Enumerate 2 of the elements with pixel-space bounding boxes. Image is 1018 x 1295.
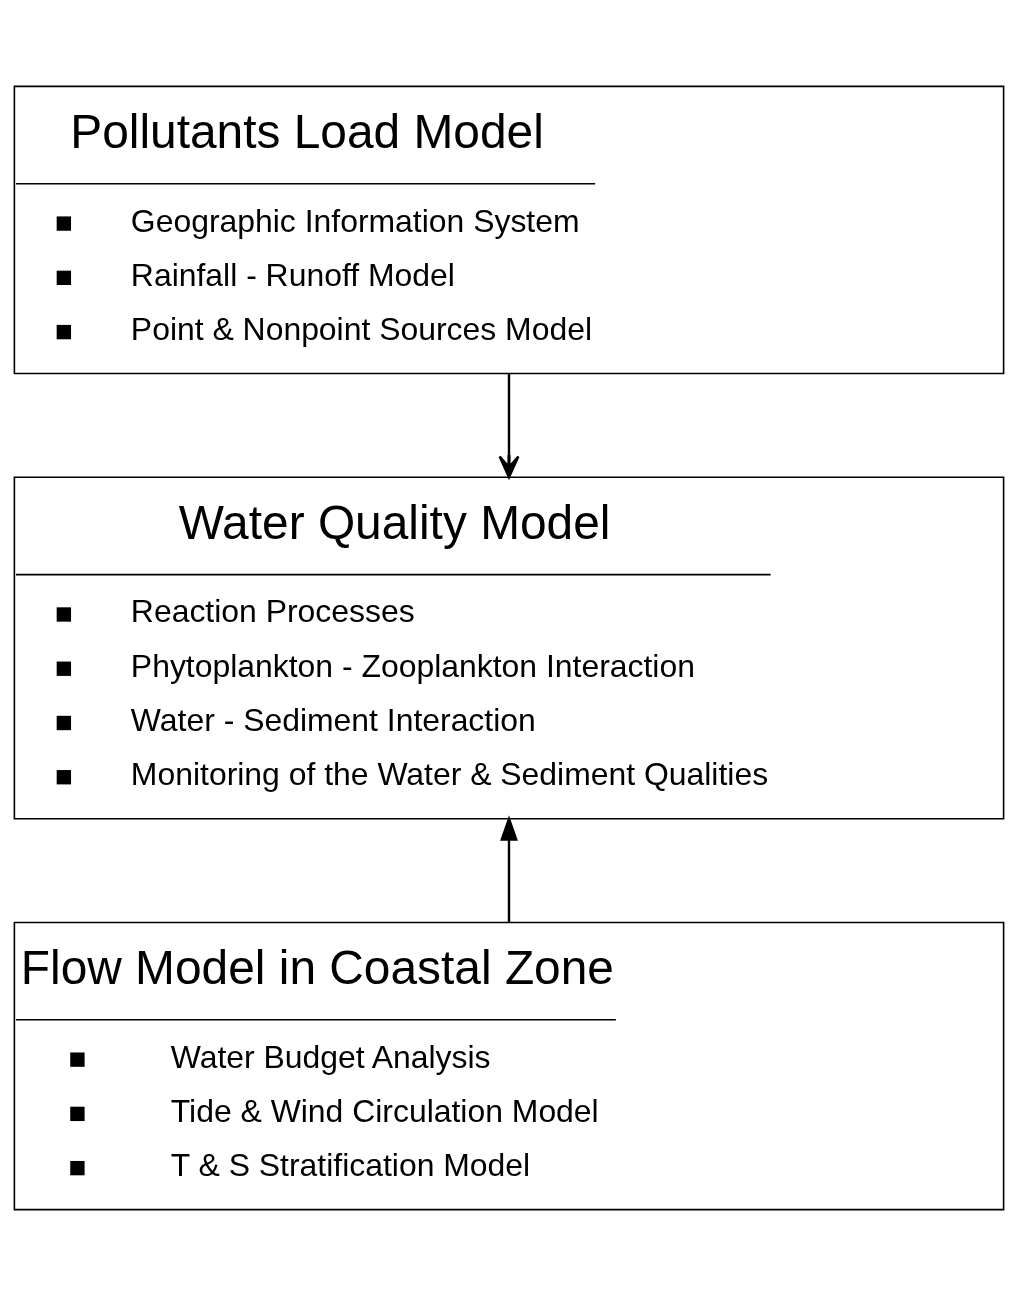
- arrow: [498, 373, 520, 478]
- arrow: [500, 814, 518, 922]
